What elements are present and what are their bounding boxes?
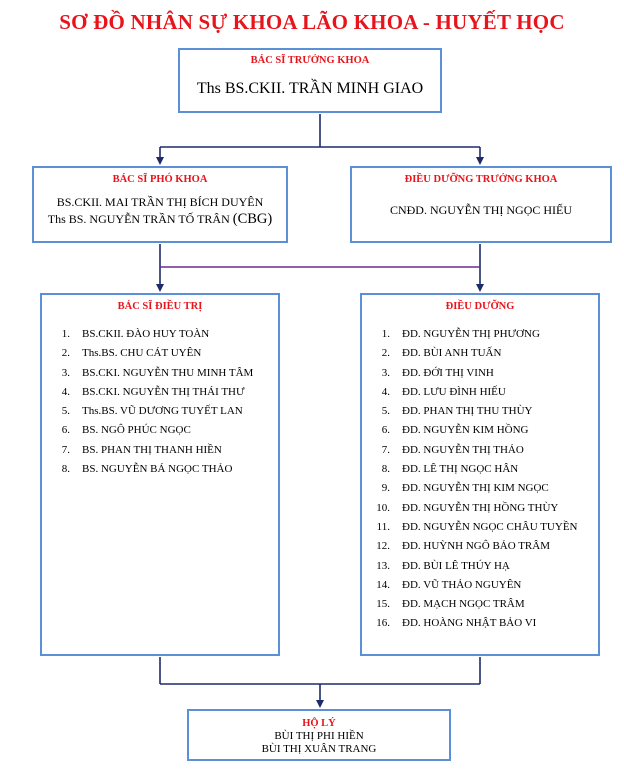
list-item: 6. ĐD. NGUYỄN KIM HỒNG — [370, 421, 598, 440]
deputy-head-name-2: Ths BS. NGUYỄN TRẦN TỐ TRÂN — [47, 212, 230, 226]
list-item-number: 6. — [381, 424, 390, 437]
list-item-number: 8. — [381, 463, 390, 476]
list-item-name: Ths.BS. CHU CÁT UYÊN — [82, 347, 202, 360]
deputy-heads-box: BÁC SĨ PHÓ KHOA BS.CKII. MAI TRẦN THỊ BÍ… — [32, 166, 288, 243]
list-item-name: ĐD. BÙI ANH TUẤN — [402, 347, 502, 360]
list-item-name: ĐD. BÙI LÊ THÚY HẠ — [402, 559, 510, 572]
list-item: 3. BS.CKI. NGUYỄN THU MINH TÂM — [50, 364, 278, 383]
list-item: 9. ĐD. NGUYỄN THỊ KIM NGỌC — [370, 479, 598, 498]
list-item-number: 13. — [376, 559, 390, 572]
list-item-name: BS.CKI. NGUYỄN THỊ THÁI THƯ — [82, 385, 245, 398]
second-to-third-level-connector — [156, 244, 484, 292]
head-nurse-box: ĐIỀU DƯỠNG TRƯỞNG KHOA CNĐD. NGUYỄN THỊ … — [350, 166, 612, 243]
list-item-name: BS. NGUYỄN BÁ NGỌC THẢO — [82, 463, 233, 476]
list-item-number: 4. — [381, 385, 390, 398]
list-item-number: 7. — [61, 443, 70, 456]
nurses-box: ĐIỀU DƯỠNG 1. ĐD. NGUYỄN THỊ PHƯƠNG 2. ĐD. … — [360, 293, 600, 656]
list-item-number: 1. — [61, 328, 70, 340]
list-item: 8. BS. NGUYỄN BÁ NGỌC THẢO — [50, 460, 278, 479]
list-item: 15. ĐD. MẠCH NGỌC TRÂM — [370, 595, 598, 614]
list-item-name: ĐD. NGUYỄN THỊ THẢO — [402, 443, 524, 456]
list-item-name: Ths.BS. VŨ DƯƠNG TUYẾT LAN — [82, 405, 243, 418]
list-item-name: ĐD. VŨ THẢO NGUYÊN — [402, 578, 522, 591]
list-item-name: ĐD. LƯU ĐÌNH HIẾU — [402, 385, 506, 398]
list-item-number: 6. — [61, 424, 70, 437]
list-item-number: 14. — [376, 578, 390, 591]
list-item: 4. ĐD. LƯU ĐÌNH HIẾU — [370, 383, 598, 402]
list-item: 10. ĐD. NGUYỄN THỊ HỒNG THÙY — [370, 499, 598, 518]
list-item-name: ĐD. HUỲNH NGÔ BẢO TRÂM — [402, 540, 550, 553]
to-nursing-aides-connector — [159, 657, 481, 708]
nurses-list: 1. ĐD. NGUYỄN THỊ PHƯƠNG 2. ĐD. BÙI ANH TUẤ… — [370, 325, 598, 634]
chart-title: SƠ ĐỒ NHÂN SỰ KHOA LÃO KHOA - HUYẾT HỌC — [59, 10, 565, 34]
list-item: 11. ĐD. NGUYỄN NGỌC CHÂU TUYỀN — [370, 518, 598, 537]
list-item-name: ĐD. HOÀNG NHẬT BẢO VI — [402, 617, 537, 630]
list-item-name: ĐD. NGUYỄN THỊ KIM NGỌC — [402, 482, 549, 495]
list-item-number: 5. — [381, 405, 390, 418]
list-item: 2. ĐD. BÙI ANH TUẤN — [370, 344, 598, 363]
list-item-name: ĐD. NGUYỄN THỊ HỒNG THÙY — [402, 501, 559, 514]
list-item: 14. ĐD. VŨ THẢO NGUYÊN — [370, 576, 598, 595]
list-item-number: 3. — [381, 366, 390, 379]
deputy-head-name-1: BS.CKII. MAI TRẦN THỊ BÍCH DUYÊN — [56, 195, 264, 209]
list-item: 6. BS. NGÔ PHÚC NGỌC — [50, 421, 278, 440]
deputy-head-note: (CBG) — [232, 211, 273, 227]
attending-doctors-heading: BÁC SĨ ĐIỀU TRỊ — [117, 301, 203, 312]
head-nurse-heading: ĐIỀU DƯỠNG TRƯỞNG KHOA — [404, 174, 558, 185]
list-item: 1. ĐD. NGUYỄN THỊ PHƯƠNG — [370, 325, 598, 344]
list-item-number: 15. — [376, 598, 390, 611]
list-item-name: ĐD. PHAN THỊ THU THÙY — [402, 405, 533, 418]
list-item-number: 9. — [381, 482, 390, 495]
nursing-aide-name-2: BÙI THỊ XUÂN TRANG — [261, 742, 377, 755]
list-item-number: 16. — [376, 617, 390, 630]
deputy-heads-heading: BÁC SĨ PHÓ KHOA — [112, 174, 208, 185]
attending-doctors-box: BÁC SĨ ĐIỀU TRỊ 1. BS.CKII. ĐÀO HUY TOÀN 2… — [40, 293, 280, 656]
list-item-number: 1. — [381, 328, 390, 340]
list-item-name: ĐD. NGUYỄN KIM HỒNG — [402, 424, 529, 437]
list-item-name: BS.CKI. NGUYỄN THU MINH TÂM — [82, 366, 254, 379]
list-item: 8. ĐD. LÊ THỊ NGỌC HÂN — [370, 460, 598, 479]
head-of-department-box: BÁC SĨ TRƯỞNG KHOA Ths BS.CKII. TRẦN MIN… — [178, 48, 442, 113]
list-item: 5. Ths.BS. VŨ DƯƠNG TUYẾT LAN — [50, 402, 278, 421]
nursing-aide-name-1: BÙI THỊ PHI HIỀN — [274, 730, 364, 742]
list-item-number: 10. — [376, 501, 390, 514]
list-item: 13. ĐD. BÙI LÊ THÚY HẠ — [370, 557, 598, 576]
list-item-number: 2. — [61, 347, 70, 360]
list-item-name: ĐD. NGUYỄN THỊ PHƯƠNG — [402, 328, 540, 340]
list-item: 7. ĐD. NGUYỄN THỊ THẢO — [370, 441, 598, 460]
list-item: 1. BS.CKII. ĐÀO HUY TOÀN — [50, 325, 278, 344]
list-item-number: 4. — [61, 385, 70, 398]
list-item-name: ĐD. LÊ THỊ NGỌC HÂN — [402, 463, 519, 476]
head-to-second-level-connector — [156, 114, 484, 165]
list-item-name: ĐD. MẠCH NGỌC TRÂM — [402, 598, 525, 611]
list-item: 4. BS.CKI. NGUYỄN THỊ THÁI THƯ — [50, 383, 278, 402]
list-item-number: 11. — [376, 520, 390, 533]
list-item: 5. ĐD. PHAN THỊ THU THÙY — [370, 402, 598, 421]
list-item-name: ĐD. NGUYỄN NGỌC CHÂU TUYỀN — [402, 520, 578, 533]
list-item: 12. ĐD. HUỲNH NGÔ BẢO TRÂM — [370, 537, 598, 556]
list-item-number: 3. — [61, 366, 70, 379]
list-item-number: 8. — [61, 463, 70, 476]
list-item: 3. ĐD. ĐỚI THỊ VINH — [370, 364, 598, 383]
nursing-aides-box: HỘ LÝ BÙI THỊ PHI HIỀN BÙI THỊ XUÂN TRAN… — [187, 709, 451, 761]
nurses-heading: ĐIỀU DƯỠNG — [445, 301, 515, 312]
list-item: 2. Ths.BS. CHU CÁT UYÊN — [50, 344, 278, 363]
list-item-number: 7. — [381, 443, 390, 456]
list-item-name: BS.CKII. ĐÀO HUY TOÀN — [82, 328, 210, 340]
head-of-department-name: Ths BS.CKII. TRẦN MINH GIAO — [196, 80, 424, 97]
list-item-number: 12. — [376, 540, 390, 553]
list-item: 7. BS. PHAN THỊ THANH HIỀN — [50, 441, 278, 460]
list-item-number: 5. — [61, 405, 70, 418]
list-item-name: ĐD. ĐỚI THỊ VINH — [402, 366, 494, 379]
nursing-aides-heading: HỘ LÝ — [302, 718, 336, 729]
list-item-number: 2. — [381, 347, 390, 360]
list-item-name: BS. PHAN THỊ THANH HIỀN — [82, 443, 222, 456]
list-item-name: BS. NGÔ PHÚC NGỌC — [82, 424, 191, 437]
list-item: 16. ĐD. HOÀNG NHẬT BẢO VI — [370, 614, 598, 633]
head-of-department-heading: BÁC SĨ TRƯỞNG KHOA — [250, 55, 370, 66]
attending-doctors-list: 1. BS.CKII. ĐÀO HUY TOÀN 2. Ths.BS. CHU CÁT… — [50, 325, 278, 479]
head-nurse-name: CNĐD. NGUYỄN THỊ NGỌC HIẾU — [389, 203, 573, 217]
